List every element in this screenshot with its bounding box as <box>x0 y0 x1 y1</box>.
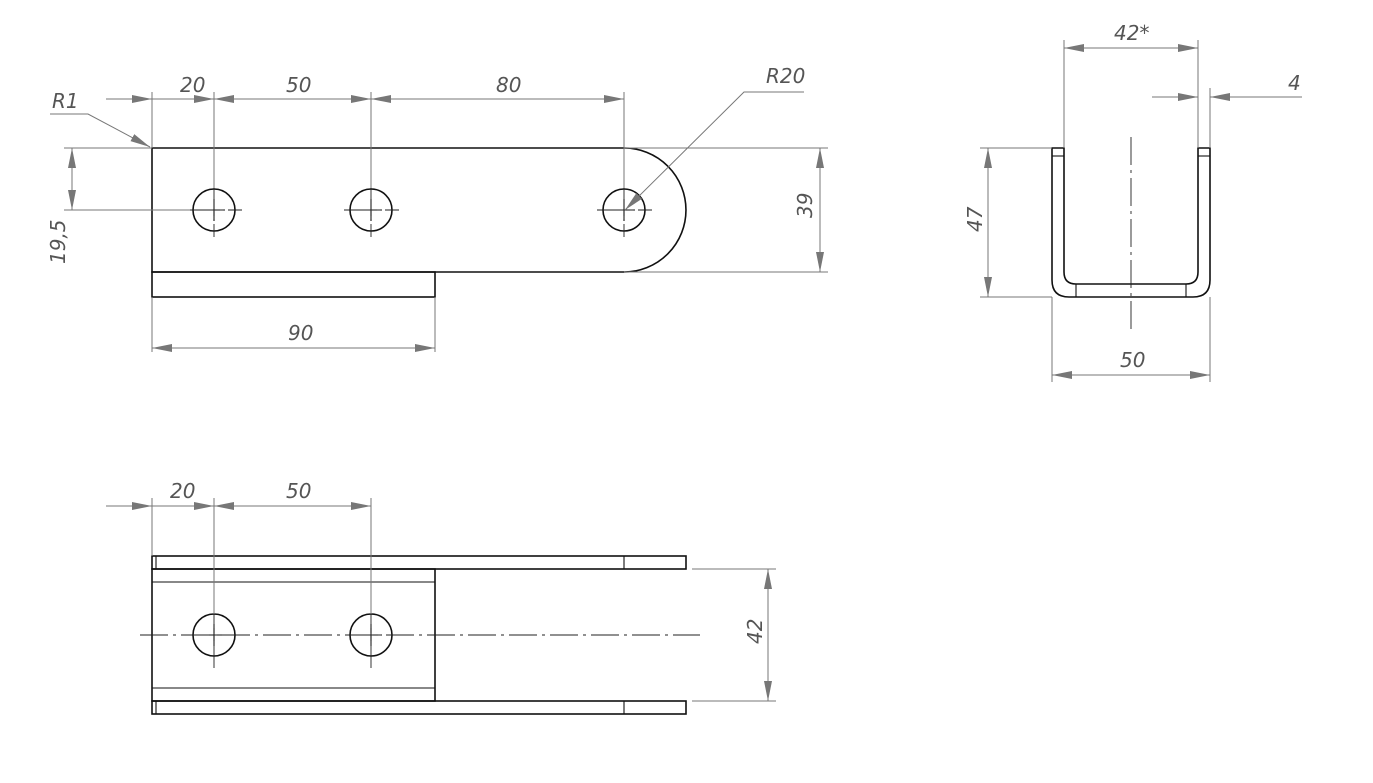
dim-r20: R20 <box>766 64 805 88</box>
dim-39: 39 <box>793 193 817 218</box>
top-view: 20 50 42 <box>106 479 776 715</box>
dim-19-5: 19,5 <box>46 219 70 264</box>
front-plate-outline <box>151 147 687 273</box>
dim-80: 80 <box>496 73 521 97</box>
dim-20: 20 <box>180 73 205 97</box>
dim-r1: R1 <box>52 89 79 113</box>
dim-50: 50 <box>286 73 311 97</box>
front-hole-1 <box>187 183 242 237</box>
dim-90: 90 <box>288 321 313 345</box>
front-hole-3 <box>597 183 652 237</box>
dim-50-side: 50 <box>1120 348 1145 372</box>
front-view: R1 20 50 80 R20 90 39 19,5 <box>46 64 828 352</box>
dim-42-star: 42* <box>1114 21 1149 45</box>
front-hole-2 <box>344 183 399 237</box>
side-view: 42* 4 47 50 <box>963 21 1302 382</box>
top-lower-flange <box>151 700 687 715</box>
leader-r1 <box>50 113 151 148</box>
dim-4: 4 <box>1288 71 1301 95</box>
dim-42: 42 <box>743 619 767 644</box>
top-upper-flange <box>151 555 687 570</box>
leader-r20 <box>624 91 804 211</box>
dim-50-top: 50 <box>286 479 311 503</box>
dim-47: 47 <box>963 206 987 232</box>
front-flange <box>151 271 436 298</box>
dim-20-top: 20 <box>170 479 195 503</box>
